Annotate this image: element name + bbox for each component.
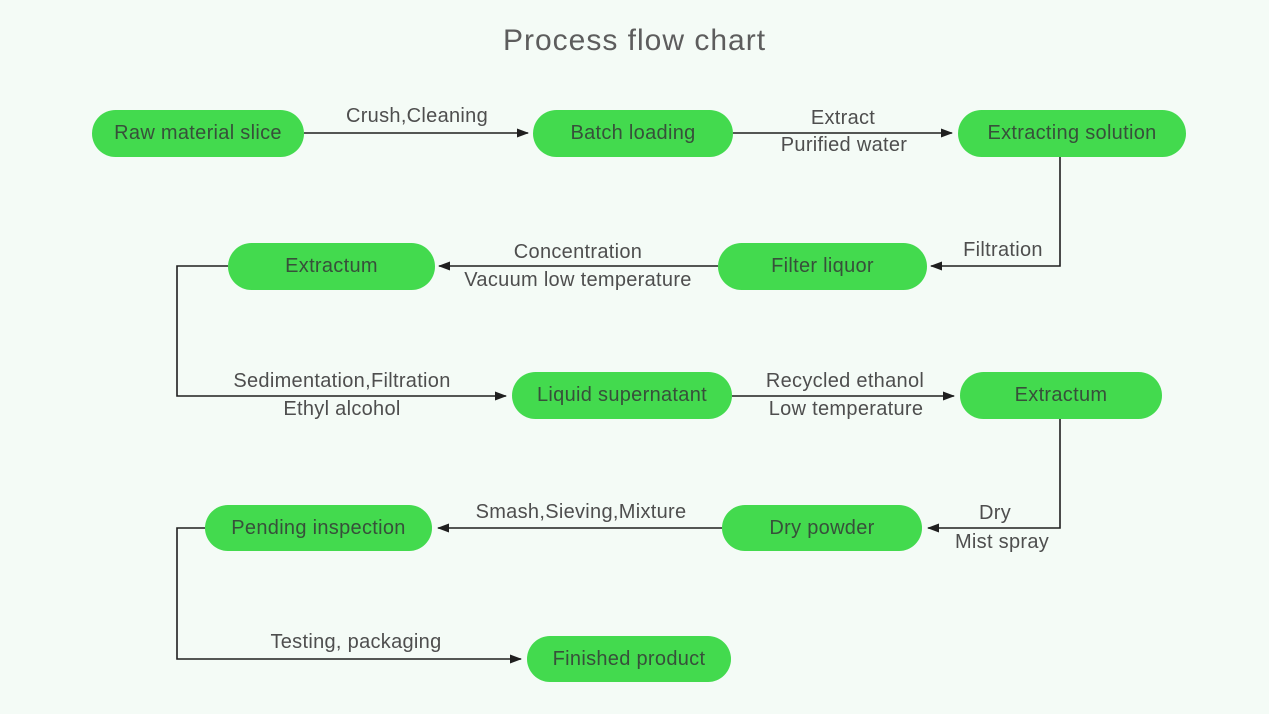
node-finished-product: Finished product <box>527 636 731 682</box>
page-title: Process flow chart <box>502 24 767 57</box>
edge-extractum-2-to-dry-powder <box>927 419 1061 533</box>
edge-label-mist-spray: Mist spray <box>954 531 1050 553</box>
edge-label-vacuum-low-temperature: Vacuum low temperature <box>464 269 692 291</box>
node-extracting-solution: Extracting solution <box>958 110 1186 157</box>
node-batch-loading: Batch loading <box>533 110 733 157</box>
node-liquid-supernatant: Liquid supernatant <box>512 372 732 419</box>
edge-label-testing-packaging: Testing, packaging <box>270 631 442 653</box>
edge-label-purified-water: Purified water <box>780 134 908 156</box>
edge-label-ethyl-alcohol: Ethyl alcohol <box>283 398 401 420</box>
node-extractum-1: Extractum <box>228 243 435 290</box>
edge-label-recycled-ethanol: Recycled ethanol <box>765 370 925 392</box>
edge-label-low-temperature: Low temperature <box>768 398 924 420</box>
edge-label-extract: Extract <box>810 107 876 129</box>
edge-extractum-to-liquid-supernatant <box>176 265 507 401</box>
edge-label-crush-cleaning: Crush,Cleaning <box>345 105 489 127</box>
edge-label-filtration: Filtration <box>963 239 1043 261</box>
node-raw-material-slice: Raw material slice <box>92 110 304 157</box>
node-pending-inspection: Pending inspection <box>205 505 432 551</box>
edge-label-concentration: Concentration <box>513 241 643 263</box>
node-extractum-2: Extractum <box>960 372 1162 419</box>
edge-label-smash-sieving-mixture: Smash,Sieving,Mixture <box>475 501 687 523</box>
edge-pending-inspection-to-finished-product <box>176 527 522 664</box>
edge-extracting-solution-to-filter-liquor <box>930 157 1061 271</box>
edge-label-dry: Dry <box>978 502 1012 524</box>
node-filter-liquor: Filter liquor <box>718 243 927 290</box>
node-dry-powder: Dry powder <box>722 505 922 551</box>
edge-label-sedimentation-filtration: Sedimentation,Filtration <box>233 370 451 392</box>
